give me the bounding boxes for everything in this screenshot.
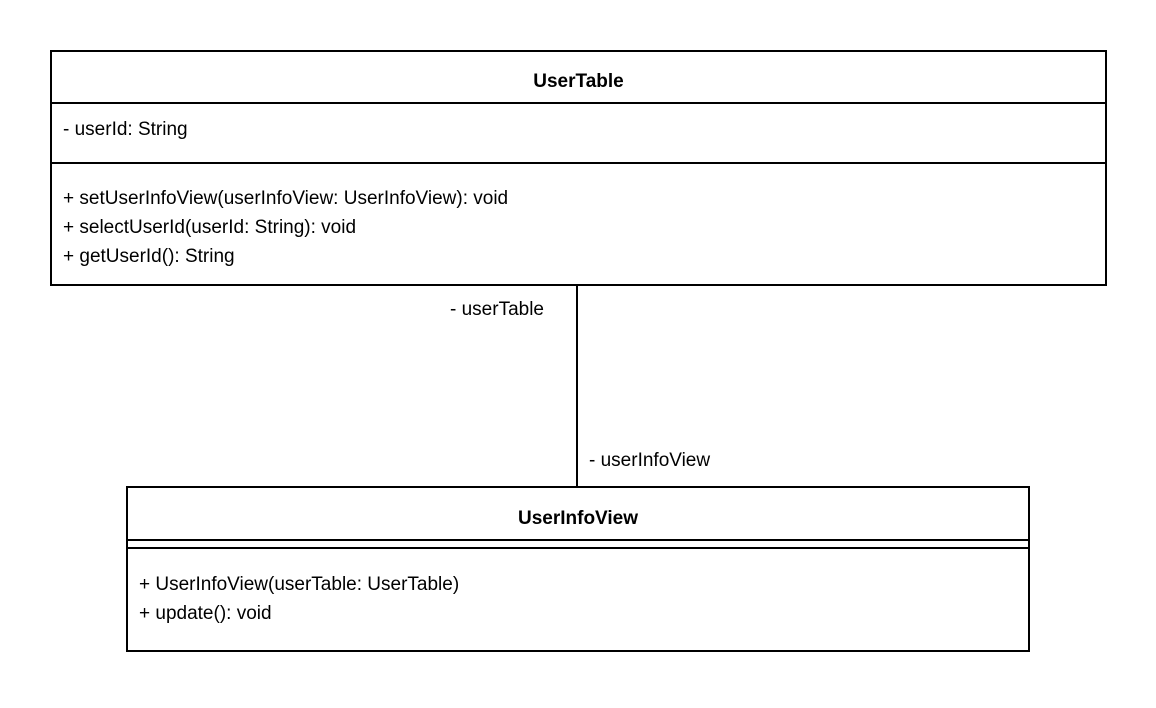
role-label-userinfoview: - userInfoView (589, 450, 711, 471)
attribute-userid: - userId: String (63, 119, 188, 140)
methods-compartment: + setUserInfoView(userInfoView: UserInfo… (52, 184, 1105, 271)
method-constructor: + UserInfoView(userTable: UserTable) (139, 574, 460, 595)
method-selectuserid: + selectUserId(userId: String): void (63, 217, 357, 238)
class-usertable[interactable]: UserTable - userId: String + setUserInfo… (50, 50, 1107, 286)
attributes-divider (128, 547, 1028, 549)
method-getuserid: + getUserId(): String (63, 246, 235, 267)
attributes-compartment: - userId: String (52, 116, 1105, 144)
methods-compartment: + UserInfoView(userTable: UserTable) + u… (128, 570, 1028, 628)
name-divider (128, 539, 1028, 541)
method-setuserinfoview: + setUserInfoView(userInfoView: UserInfo… (63, 188, 509, 209)
class-userinfoview[interactable]: UserInfoView + UserInfoView(userTable: U… (126, 486, 1030, 652)
attributes-divider (52, 162, 1105, 164)
method-update: + update(): void (139, 603, 272, 624)
class-name-userinfoview: UserInfoView (517, 508, 639, 529)
role-label-usertable: - userTable (450, 299, 544, 320)
class-name-usertable: UserTable (533, 71, 624, 92)
association-line[interactable] (576, 285, 578, 488)
name-divider (52, 102, 1105, 104)
